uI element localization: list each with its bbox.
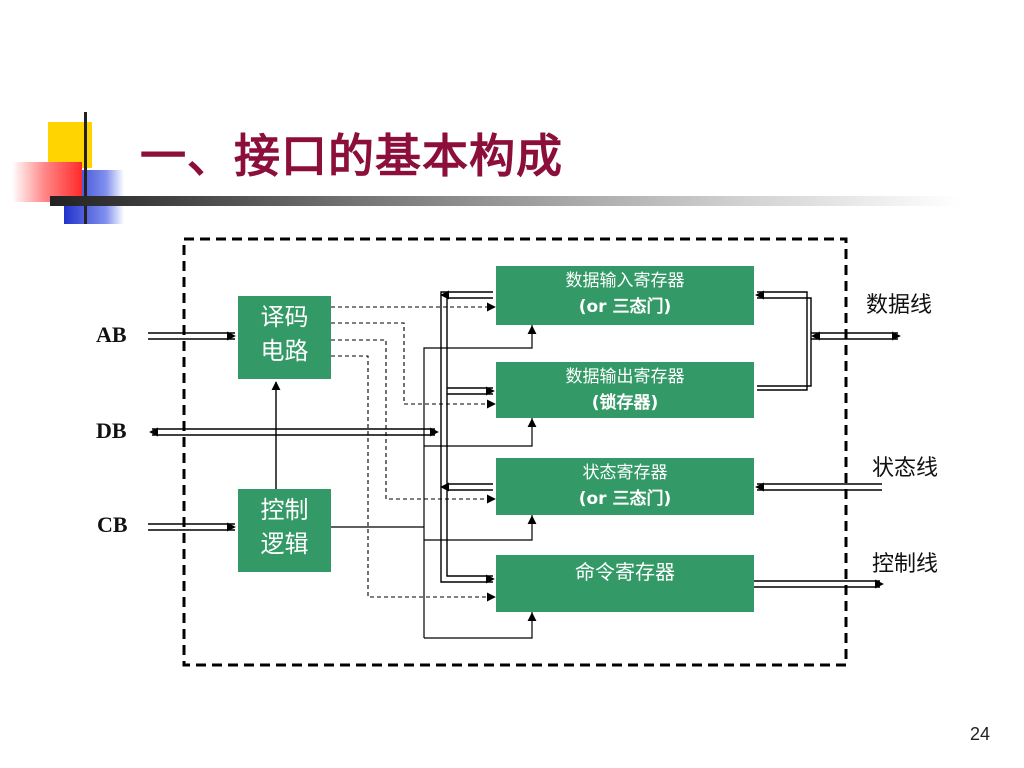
register-title: 状态寄存器	[582, 463, 668, 483]
status-register-label: 状态寄存器 (or 三态门)	[496, 460, 754, 512]
control-logic-box	[238, 489, 331, 572]
decoder-select-lines	[331, 306, 493, 598]
status-line-label: 状态线	[872, 456, 939, 481]
control-line-label: 控制线	[872, 552, 939, 577]
data-output-register-label: 数据输出寄存器 (锁存器)	[496, 364, 754, 416]
cb-bus-arrow	[148, 522, 236, 532]
register-title: 命令寄存器	[575, 560, 675, 584]
decor-vertical-rule	[84, 112, 87, 224]
decoder-label-line2: 电路	[260, 337, 309, 365]
decor-red-square	[12, 162, 82, 202]
command-register-label: 命令寄存器	[496, 559, 754, 585]
control-logic-label-line1: 控制	[260, 496, 309, 524]
control-logic-label-line2: 逻辑	[260, 530, 309, 558]
title-underline	[50, 196, 960, 206]
status-line-arrow	[755, 482, 882, 492]
ab-bus-arrow	[148, 331, 236, 341]
decoder-label-line1: 译码	[260, 303, 309, 331]
register-title: 数据输出寄存器	[565, 367, 685, 387]
command-register-box	[496, 555, 754, 612]
db-bus-arrow	[149, 427, 439, 437]
register-title: 数据输入寄存器	[565, 271, 685, 291]
db-bus-label: DB	[96, 418, 127, 443]
decoder-select-arrowheads	[486, 302, 496, 602]
data-output-register-box	[496, 362, 754, 418]
internal-data-bus	[440, 290, 495, 584]
data-line-label: 数据线	[866, 293, 933, 318]
control-logic-label: 控制 逻辑	[238, 493, 331, 561]
data-line-connections	[755, 290, 901, 391]
decoder-label: 译码 电路	[238, 300, 331, 368]
register-subtitle: (锁存器)	[591, 393, 659, 413]
status-register-box	[496, 458, 754, 515]
data-input-register-box	[496, 266, 754, 325]
cb-bus-label: CB	[97, 512, 128, 537]
decoder-box	[238, 296, 331, 379]
page-title: 一、接口的基本构成	[140, 129, 563, 183]
data-input-register-label: 数据输入寄存器 (or 三态门)	[496, 268, 754, 320]
ab-bus-label: AB	[96, 322, 127, 347]
register-subtitle: (or 三态门)	[578, 489, 672, 509]
register-subtitle: (or 三态门)	[578, 297, 672, 317]
page-number: 24	[969, 724, 990, 744]
control-line-arrow	[754, 579, 884, 589]
